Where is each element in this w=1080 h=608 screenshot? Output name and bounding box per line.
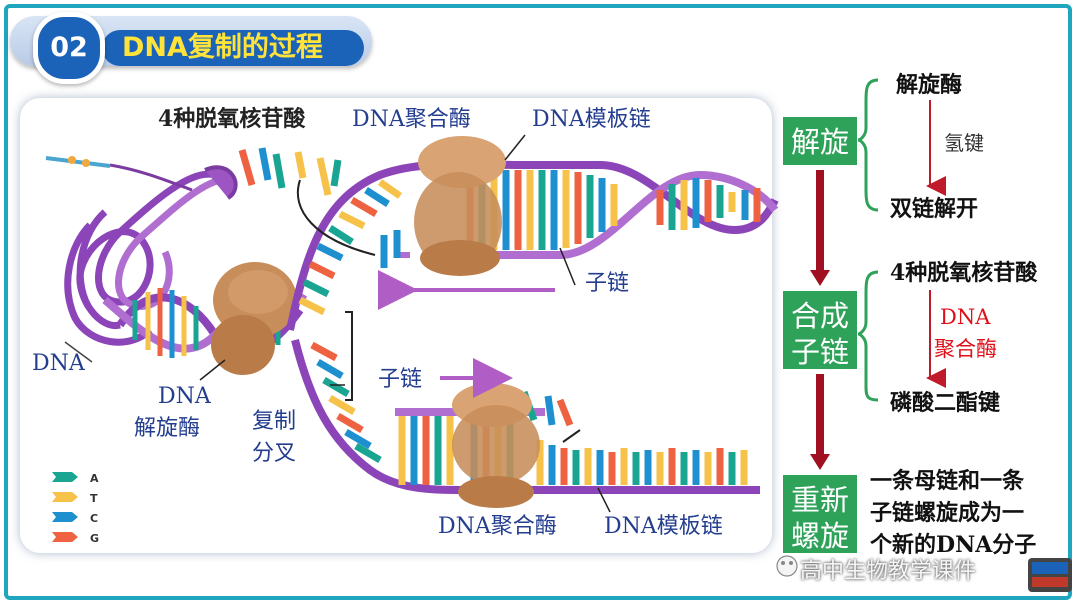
label-daughter-top: 子链: [585, 271, 629, 296]
parental-dna-coil: [64, 170, 237, 346]
rewind-desc-line1: 一条母链和一条: [870, 468, 1025, 494]
slide-border: [4, 4, 1072, 600]
label-helicase-line2: 解旋酶: [134, 416, 200, 441]
step-unwind-box: [781, 115, 859, 167]
helicase-enzyme: [211, 262, 297, 375]
step-synthesis-line2: 子链: [791, 335, 849, 369]
flowchart: 解旋 合成 子链 重新 螺旋 解旋酶 氢键 双链解开 4种脱氧核苷酸 DNA 聚…: [781, 72, 1038, 558]
free-nucleotides: [238, 147, 342, 196]
label-polymerase-top: DNA聚合酶: [352, 107, 471, 132]
section-number: 02: [50, 32, 88, 63]
label-dna: DNA: [32, 351, 86, 376]
label-nucleotides: 4种脱氧核苷酸: [158, 106, 306, 132]
label-daughter-bottom: 子链: [378, 367, 422, 392]
nucleotide-pointer: [296, 179, 376, 256]
synthesis-material: 4种脱氧核苷酸: [890, 260, 1038, 286]
unwind-result: 双链解开: [890, 196, 978, 222]
label-polymerase-bottom: DNA聚合酶: [438, 514, 557, 539]
legend-swatch-g: [52, 532, 78, 542]
watermark-text: 高中生物教学课件: [800, 559, 977, 584]
title-pill: DNA复制的过程: [102, 30, 364, 66]
rewind-desc-line2: 子链螺旋成为一: [870, 500, 1024, 526]
step-synthesis-line1: 合成: [791, 299, 849, 333]
polymerase-bottom: [452, 383, 540, 508]
unwind-hydrogen-bond: 氢键: [944, 131, 984, 155]
daughter-top-pointer: [559, 247, 576, 286]
brace-synthesis: [857, 270, 879, 402]
legend-letter-c: C: [90, 512, 98, 525]
label-fork-line2: 分叉: [252, 441, 296, 466]
step-synthesis-box: [781, 289, 859, 371]
step-rewind-line2: 螺旋: [791, 519, 849, 553]
step-rewind-line1: 重新: [791, 483, 849, 517]
synthesis-enzyme-line2: 聚合酶: [934, 337, 997, 361]
label-template-bottom: DNA模板链: [604, 514, 723, 539]
coil-tail: [204, 165, 238, 200]
flow-arrowhead-1: [810, 270, 830, 286]
unwind-enzyme: 解旋酶: [896, 72, 962, 98]
section-badge: 02: [33, 12, 105, 84]
watermark-logo: [776, 555, 1072, 592]
template-bottom-pointer: [597, 487, 611, 513]
polymerase-top: [414, 136, 506, 276]
bottom-pointer: [562, 429, 581, 443]
strand-tip: [45, 156, 111, 168]
synthesis-bond: 磷酸二酯键: [890, 390, 1000, 416]
slide-title: DNA复制的过程: [122, 32, 323, 63]
synthesis-enzyme-line1: DNA: [940, 305, 991, 329]
legend-letter-t: T: [90, 492, 98, 505]
upper-strand: [286, 160, 779, 331]
label-fork-line1: 复制: [252, 409, 296, 434]
flow-arrowhead-2: [810, 454, 830, 470]
legend-letter-a: A: [90, 472, 99, 485]
helicase-pointer: [199, 359, 226, 381]
step-unwind-label: 解旋: [791, 125, 849, 159]
step-rewind-box: [781, 473, 859, 555]
legend-swatch-c: [52, 512, 78, 522]
legend-swatch-a: [52, 472, 78, 482]
rewind-desc-line3: 个新的DNA分子: [870, 532, 1036, 558]
legend-letter-g: G: [90, 532, 99, 545]
legend-swatches: [52, 472, 78, 542]
label-template-top: DNA模板链: [532, 107, 651, 132]
label-helicase-line1: DNA: [158, 384, 212, 409]
fork-bracket: [345, 311, 353, 401]
brace-unwind: [857, 78, 879, 212]
template-top-pointer: [504, 134, 526, 161]
dna-strand-end: [109, 163, 193, 192]
base-legend: A T C G: [52, 472, 99, 545]
legend-swatch-t: [52, 492, 78, 502]
